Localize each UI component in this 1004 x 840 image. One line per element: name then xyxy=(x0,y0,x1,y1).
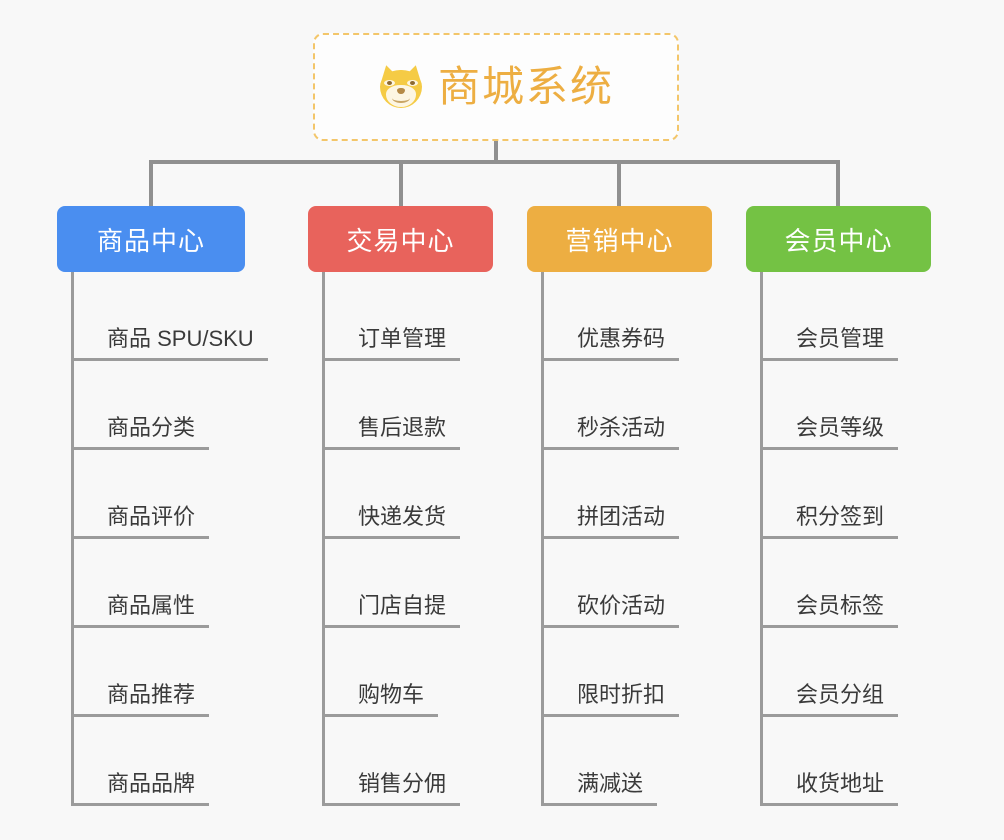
leaf-item[interactable]: 收货地址 xyxy=(760,717,899,806)
leaf-label: 砍价活动 xyxy=(541,593,680,628)
leaf-label: 商品 SPU/SKU xyxy=(71,326,268,361)
leaf-label: 商品评价 xyxy=(71,504,210,539)
leaf-item[interactable]: 拼团活动 xyxy=(541,450,680,539)
leaf-item[interactable]: 商品推荐 xyxy=(71,628,268,717)
connector-drop-member xyxy=(836,160,840,206)
branch-label-member: 会员中心 xyxy=(784,225,893,256)
leaf-item[interactable]: 积分签到 xyxy=(760,450,899,539)
branch-product: 商品中心 商品 SPU/SKU 商品分类 商品评价 商品属性 商品推荐 商品品牌 xyxy=(57,206,268,806)
leaf-label: 门店自提 xyxy=(322,593,461,628)
leaf-item[interactable]: 会员标签 xyxy=(760,539,899,628)
branch-label-trade: 交易中心 xyxy=(346,225,455,256)
leaf-label: 拼团活动 xyxy=(541,504,680,539)
leaf-label: 销售分佣 xyxy=(322,771,461,806)
leaf-label: 收货地址 xyxy=(760,771,899,806)
leaf-item[interactable]: 商品属性 xyxy=(71,539,268,628)
leaf-label: 商品属性 xyxy=(71,593,210,628)
leaf-label: 会员分组 xyxy=(760,682,899,717)
connector-horizontal-bus xyxy=(149,160,839,164)
leaf-label: 商品推荐 xyxy=(71,682,210,717)
leaf-item[interactable]: 商品评价 xyxy=(71,450,268,539)
leaf-item[interactable]: 砍价活动 xyxy=(541,539,680,628)
root-title: 商城系统 xyxy=(437,63,614,110)
branch-spine-product xyxy=(71,272,74,806)
branch-trade: 交易中心 订单管理 售后退款 快递发货 门店自提 购物车 销售分佣 xyxy=(308,206,493,806)
leaf-label: 会员标签 xyxy=(760,593,899,628)
connector-drop-marketing xyxy=(617,160,621,206)
leaf-item[interactable]: 订单管理 xyxy=(322,272,461,361)
leaf-item[interactable]: 商品品牌 xyxy=(71,717,268,806)
leaf-item[interactable]: 会员分组 xyxy=(760,628,899,717)
leaf-label: 快递发货 xyxy=(322,504,461,539)
connector-drop-trade xyxy=(399,160,403,206)
branch-spine-trade xyxy=(322,272,325,806)
leaf-label: 售后退款 xyxy=(322,415,461,450)
branch-label-product: 商品中心 xyxy=(96,225,205,256)
leaf-list-marketing: 优惠券码 秒杀活动 拼团活动 砍价活动 限时折扣 满减送 xyxy=(541,272,680,806)
leaf-list-product: 商品 SPU/SKU 商品分类 商品评价 商品属性 商品推荐 商品品牌 xyxy=(71,272,268,806)
leaf-label: 商品分类 xyxy=(71,415,210,450)
branch-header-product[interactable]: 商品中心 xyxy=(57,206,245,272)
leaf-label: 秒杀活动 xyxy=(541,415,680,450)
root-node[interactable]: 商城系统 xyxy=(313,33,679,141)
leaf-item[interactable]: 售后退款 xyxy=(322,361,461,450)
leaf-item[interactable]: 门店自提 xyxy=(322,539,461,628)
leaf-item[interactable]: 限时折扣 xyxy=(541,628,680,717)
leaf-label: 购物车 xyxy=(322,682,439,717)
leaf-label: 会员管理 xyxy=(760,326,899,361)
leaf-label: 优惠券码 xyxy=(541,326,680,361)
branch-spine-member xyxy=(760,272,763,806)
leaf-label: 满减送 xyxy=(541,771,658,806)
leaf-label: 积分签到 xyxy=(760,504,899,539)
leaf-item[interactable]: 商品 SPU/SKU xyxy=(71,272,268,361)
leaf-item[interactable]: 快递发货 xyxy=(322,450,461,539)
leaf-item[interactable]: 秒杀活动 xyxy=(541,361,680,450)
leaf-item[interactable]: 购物车 xyxy=(322,628,460,717)
branch-header-trade[interactable]: 交易中心 xyxy=(308,206,493,272)
connector-drop-product xyxy=(149,160,153,206)
branch-spine-marketing xyxy=(541,272,544,806)
branch-marketing: 营销中心 优惠券码 秒杀活动 拼团活动 砍价活动 限时折扣 满减送 xyxy=(527,206,712,806)
branch-header-member[interactable]: 会员中心 xyxy=(746,206,931,272)
leaf-item[interactable]: 满减送 xyxy=(541,717,679,806)
leaf-item[interactable]: 会员管理 xyxy=(760,272,899,361)
shiba-dog-icon xyxy=(377,63,425,109)
leaf-item[interactable]: 优惠券码 xyxy=(541,272,680,361)
leaf-list-member: 会员管理 会员等级 积分签到 会员标签 会员分组 收货地址 xyxy=(760,272,899,806)
leaf-item[interactable]: 商品分类 xyxy=(71,361,268,450)
leaf-label: 商品品牌 xyxy=(71,771,210,806)
branch-header-marketing[interactable]: 营销中心 xyxy=(527,206,712,272)
connector-root-stem xyxy=(494,141,498,164)
branch-member: 会员中心 会员管理 会员等级 积分签到 会员标签 会员分组 收货地址 xyxy=(746,206,931,806)
leaf-list-trade: 订单管理 售后退款 快递发货 门店自提 购物车 销售分佣 xyxy=(322,272,461,806)
leaf-item[interactable]: 销售分佣 xyxy=(322,717,461,806)
leaf-label: 会员等级 xyxy=(760,415,899,450)
leaf-item[interactable]: 会员等级 xyxy=(760,361,899,450)
leaf-label: 订单管理 xyxy=(322,326,461,361)
branch-label-marketing: 营销中心 xyxy=(565,225,674,256)
leaf-label: 限时折扣 xyxy=(541,682,680,717)
